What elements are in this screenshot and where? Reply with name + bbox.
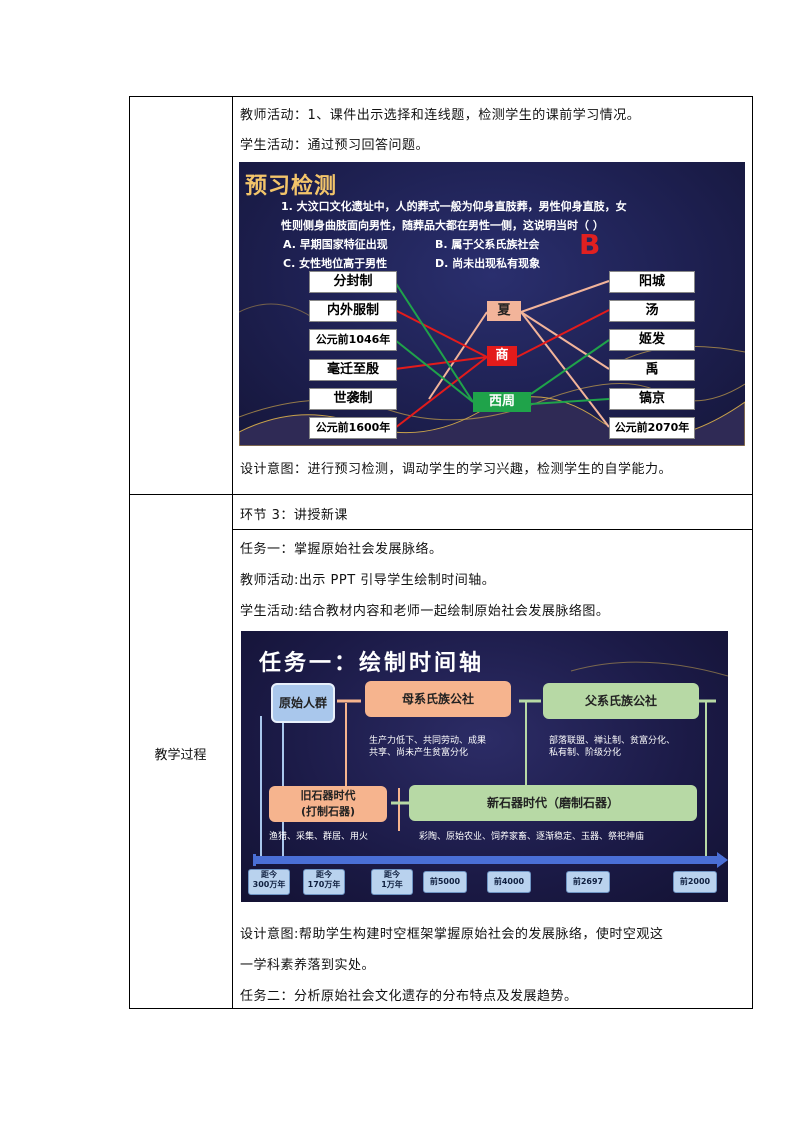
left-item-5: 世袭制 [309,388,397,410]
timeline-mark-4: 前5000 [423,871,467,893]
student-activity-2: 学生活动:结合教材内容和老师一起绘制原始社会发展脉络图。 [240,604,610,619]
paleolithic-box: 旧石器时代 (打制石器) [269,786,387,822]
answer-mark: B [579,228,601,261]
question-line-2: 性则侧身曲肢面向男性，随葬品大都在男性一侧，这说明当时（ ） [281,219,604,232]
middle-item-shang: 商 [487,346,517,366]
middle-item-xizhou: 西周 [473,392,531,412]
column-divider [232,96,233,1009]
timeline-mark-5: 前4000 [487,871,531,893]
neolithic-box: 新石器时代（磨制石器） [409,785,697,821]
option-d: D. 尚未出现私有现象 [435,257,541,270]
timeline-mark-7: 前2000 [673,871,717,893]
matriarchal-desc-1: 生产力低下、共同劳动、成果 [369,736,487,746]
table-bottom-border [129,1008,753,1009]
paleolithic-desc: 渔猎、采集、群居、用火 [269,832,369,842]
cell-divider [232,529,753,530]
right-item-2: 汤 [609,300,695,322]
step-heading: 环节 3：讲授新课 [240,508,348,523]
paleolithic-label: 旧石器时代 [300,789,356,802]
patriarchal-desc-1: 部落联盟、禅让制、贫富分化、 [549,736,676,746]
left-item-2: 内外服制 [309,300,397,322]
patriarchal-box: 父系氏族公社 [543,683,699,719]
slide-title: 预习检测 [245,173,338,199]
student-activity-text: 学生活动：通过预习回答问题。 [240,138,430,153]
option-a: A. 早期国家特征出现 [283,238,388,251]
design-intent-2-line2: 一学科素养落到实处。 [240,958,376,973]
row-label-teaching-process: 教学过程 [154,748,207,763]
right-item-6: 公元前2070年 [609,417,695,439]
design-intent-2-line1: 设计意图:帮助学生构建时空框架掌握原始社会的发展脉络，使时空观这 [240,927,664,942]
right-item-1: 阳城 [609,271,695,293]
right-item-4: 禹 [609,359,695,381]
neolithic-desc: 彩陶、原始农业、饲养家畜、逐渐稳定、玉器、祭祀神庙 [419,832,645,842]
patriarchal-desc-2: 私有制、阶级分化 [549,748,622,758]
teacher-activity-2: 教师活动:出示 PPT 引导学生绘制时间轴。 [240,573,496,588]
option-b: B. 属于父系氏族社会 [435,238,540,251]
right-item-5: 镐京 [609,388,695,410]
question-line-1: 1. 大汶口文化遗址中，人的葬式一般为仰身直肢葬，男性仰身直肢，女 [281,200,627,213]
left-item-3: 公元前1046年 [309,329,397,351]
slide2-decoration [253,661,728,868]
right-item-3: 姬发 [609,329,695,351]
task1-text: 任务一：掌握原始社会发展脉络。 [240,542,443,557]
paleolithic-sublabel: (打制石器) [300,805,356,818]
matriarchal-box: 母系氏族公社 [365,681,511,717]
timeline-mark-6: 前2697 [566,871,610,893]
table-right-border [752,96,753,1009]
matching-lines [394,280,610,429]
option-c: C. 女性地位高于男性 [283,257,388,270]
table-top-border [129,96,753,97]
slide-preview-check: 预习检测 1. 大汶口文化遗址中，人的葬式一般为仰身直肢葬，男性仰身直肢，女 性… [239,162,745,446]
primitive-group-box: 原始人群 [271,683,335,723]
left-item-4: 毫迁至殷 [309,359,397,381]
slide-timeline: 任务一：绘制时间轴 原始人群 母系氏族公社 父系氏族公社 生产力低下、共同劳动、… [241,631,728,902]
matriarchal-desc-2: 共享、尚未产生贫富分化 [369,748,469,758]
task2-text: 任务二：分析原始社会文化遗存的分布特点及发展趋势。 [240,989,578,1004]
row-divider [129,494,753,495]
slide2-title: 任务一：绘制时间轴 [259,650,485,676]
teacher-activity-text: 教师活动：1、课件出示选择和连线题，检测学生的课前学习情况。 [240,108,641,123]
middle-item-xia: 夏 [487,301,521,321]
left-item-6: 公元前1600年 [309,417,397,439]
design-intent-1: 设计意图：进行预习检测，调动学生的学习兴趣，检测学生的自学能力。 [240,462,673,477]
table-left-border [129,96,130,1009]
left-item-1: 分封制 [309,271,397,293]
